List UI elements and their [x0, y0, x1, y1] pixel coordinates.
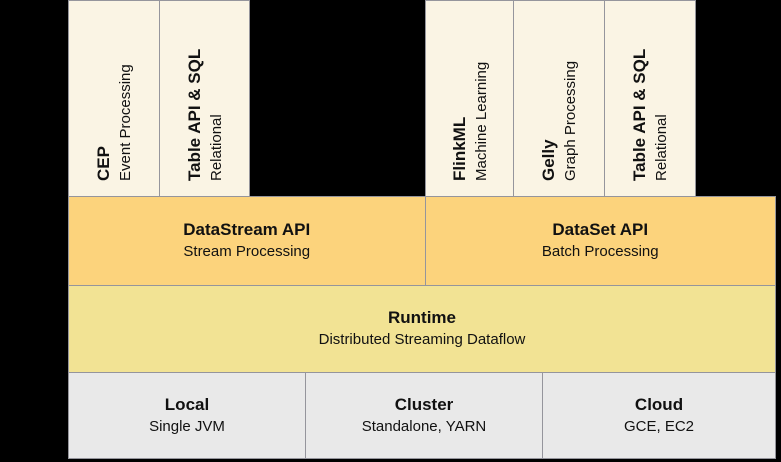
libraries-row: CEP Event Processing Table API & SQL Rel…	[68, 0, 776, 197]
deploy-title: Local	[164, 394, 210, 414]
deploy-title: Cloud	[634, 394, 684, 414]
deployment-row: Local Single JVM Cluster Standalone, YAR…	[68, 371, 776, 459]
runtime-box: Runtime Distributed Streaming Dataflow	[68, 284, 776, 373]
library-box-gelly-text: Gelly Graph Processing	[516, 3, 602, 195]
library-title: Table API & SQL	[184, 48, 203, 181]
deploy-subtitle: GCE, EC2	[623, 417, 695, 435]
api-title: DataSet API	[552, 220, 649, 240]
api-title: DataStream API	[183, 220, 311, 240]
library-title: Table API & SQL	[629, 48, 649, 181]
deploy-box-cloud: Cloud GCE, EC2	[543, 371, 776, 459]
library-title: CEP	[93, 145, 113, 181]
deploy-box-local: Local Single JVM	[68, 371, 306, 459]
library-box-gelly: Gelly Graph Processing	[514, 0, 605, 197]
api-box-datastream: DataStream API Stream Processing	[68, 195, 426, 286]
deploy-subtitle: Standalone, YARN	[361, 417, 487, 435]
runtime-row: Runtime Distributed Streaming Dataflow	[68, 284, 776, 373]
batch-libraries-group: FlinkML Machine Learning Gelly Graph Pro…	[425, 0, 696, 197]
runtime-subtitle: Distributed Streaming Dataflow	[318, 331, 526, 349]
library-title: FlinkML	[449, 116, 468, 181]
api-box-dataset: DataSet API Batch Processing	[425, 195, 776, 286]
runtime-title: Runtime	[388, 308, 456, 328]
stack: CEP Event Processing Table API & SQL Rel…	[68, 0, 776, 459]
library-box-cep-text: CEP Event Processing	[71, 3, 157, 195]
apis-row: DataStream API Stream Processing DataSet…	[68, 195, 776, 286]
library-box-table-api-sql-batch-text: Table API & SQL Relational	[607, 3, 693, 195]
library-title: Gelly	[538, 138, 558, 181]
library-box-flinkml: FlinkML Machine Learning	[425, 0, 514, 197]
api-subtitle: Stream Processing	[183, 243, 311, 261]
library-box-table-api-sql-stream-text: Table API & SQL Relational	[162, 3, 248, 195]
api-subtitle: Batch Processing	[541, 243, 659, 261]
deploy-subtitle: Single JVM	[149, 417, 225, 435]
stream-libraries-group: CEP Event Processing Table API & SQL Rel…	[68, 0, 250, 197]
library-subtitle: Graph Processing	[561, 60, 579, 181]
deploy-box-cluster: Cluster Standalone, YARN	[306, 371, 543, 459]
library-subtitle: Relational	[652, 113, 670, 181]
library-subtitle: Relational	[207, 113, 224, 181]
deploy-title: Cluster	[394, 394, 454, 414]
library-subtitle: Machine Learning	[472, 61, 489, 181]
library-box-flinkml-text: FlinkML Machine Learning	[427, 3, 513, 195]
library-subtitle: Event Processing	[116, 63, 134, 181]
library-box-table-api-sql-batch: Table API & SQL Relational	[605, 0, 696, 197]
library-box-cep: CEP Event Processing	[68, 0, 160, 197]
library-box-table-api-sql-stream: Table API & SQL Relational	[160, 0, 250, 197]
